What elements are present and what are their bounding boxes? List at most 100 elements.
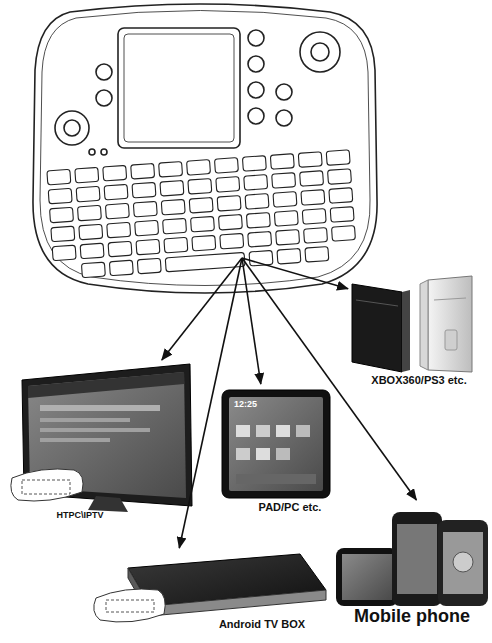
drawing-part xyxy=(236,474,316,484)
arrow-connector xyxy=(242,258,348,289)
key xyxy=(244,175,268,191)
key xyxy=(81,262,105,278)
key xyxy=(301,190,325,206)
drawing-part xyxy=(256,425,270,437)
key xyxy=(277,248,301,264)
device-node: Mobile phone xyxy=(330,500,490,638)
drawing-part xyxy=(55,111,89,145)
drawing-part xyxy=(402,290,410,372)
tv-box-drawing xyxy=(94,554,326,622)
device-node: Android TV BOX xyxy=(88,548,328,640)
key xyxy=(332,226,356,242)
key xyxy=(304,228,328,244)
key xyxy=(214,158,238,174)
drawing-part xyxy=(311,43,329,61)
drawing-part xyxy=(276,425,290,437)
keyboard-drawing xyxy=(33,4,377,293)
key xyxy=(245,194,269,210)
drawing-part xyxy=(397,524,437,594)
key xyxy=(163,218,187,234)
key xyxy=(136,239,160,255)
device-label: Android TV BOX xyxy=(219,618,305,631)
drawing-part xyxy=(150,590,326,616)
drawing-part xyxy=(11,469,83,501)
drawing-part xyxy=(434,298,466,300)
drawing-part xyxy=(40,428,150,432)
keyboard-node xyxy=(28,4,380,258)
drawing-part xyxy=(96,64,112,80)
device-node: HTPC\IPTV xyxy=(6,360,196,532)
drawing-part xyxy=(236,448,250,460)
key xyxy=(326,150,350,166)
key xyxy=(188,179,212,195)
key xyxy=(164,237,188,253)
tablet-drawing xyxy=(222,390,330,498)
drawing-part xyxy=(443,532,483,594)
phones-drawing xyxy=(336,512,488,606)
key xyxy=(187,160,211,176)
drawing-part xyxy=(276,84,292,100)
key xyxy=(242,156,266,172)
key xyxy=(220,233,244,249)
key xyxy=(330,207,354,223)
drawing-part xyxy=(248,56,264,72)
key xyxy=(108,241,132,257)
key xyxy=(328,169,352,185)
key xyxy=(302,209,326,225)
key xyxy=(274,211,298,227)
key xyxy=(305,247,329,263)
key xyxy=(105,203,129,219)
drawing-part xyxy=(33,4,377,293)
key xyxy=(246,213,270,229)
key xyxy=(273,192,297,208)
drawing-part xyxy=(40,11,370,286)
key xyxy=(133,201,157,217)
arrow-connector xyxy=(162,258,242,360)
drawing-part xyxy=(392,512,442,606)
key xyxy=(216,177,240,193)
key xyxy=(329,188,353,204)
key xyxy=(248,231,272,247)
drawing-part xyxy=(40,405,160,411)
key xyxy=(192,235,216,251)
drawing-part xyxy=(106,600,154,612)
key xyxy=(300,171,324,187)
drawing-part xyxy=(28,372,184,398)
key xyxy=(276,230,300,246)
drawing-part xyxy=(229,397,323,491)
drawing-part xyxy=(88,496,128,512)
drawing-part xyxy=(336,548,398,606)
drawing-part xyxy=(89,149,95,155)
key xyxy=(80,243,104,259)
drawing-part xyxy=(453,552,473,572)
key xyxy=(79,224,103,240)
drawing-part xyxy=(300,32,340,72)
key xyxy=(103,165,127,181)
drawing-part xyxy=(236,425,250,437)
key xyxy=(161,199,185,215)
key xyxy=(189,197,213,213)
drawing-part xyxy=(428,276,472,372)
key xyxy=(132,182,156,198)
key xyxy=(137,258,161,274)
drawing-part xyxy=(124,34,234,142)
device-label: XBOX360/PS3 etc. xyxy=(371,374,466,387)
key xyxy=(160,180,184,196)
console-drawing xyxy=(352,276,472,372)
key xyxy=(76,186,100,202)
key xyxy=(135,220,159,236)
drawing-part xyxy=(94,589,165,622)
drawing-part xyxy=(96,90,112,106)
drawing-part xyxy=(256,448,270,460)
drawing-part xyxy=(248,108,264,124)
device-node: XBOX360/PS3 etc. xyxy=(348,272,490,396)
key xyxy=(47,169,71,185)
key xyxy=(272,173,296,189)
key xyxy=(77,205,101,221)
drawing-part xyxy=(222,390,330,498)
key xyxy=(191,216,215,232)
key xyxy=(75,167,99,183)
device-label: Mobile phone xyxy=(354,606,470,627)
arrow-connector xyxy=(179,258,242,548)
